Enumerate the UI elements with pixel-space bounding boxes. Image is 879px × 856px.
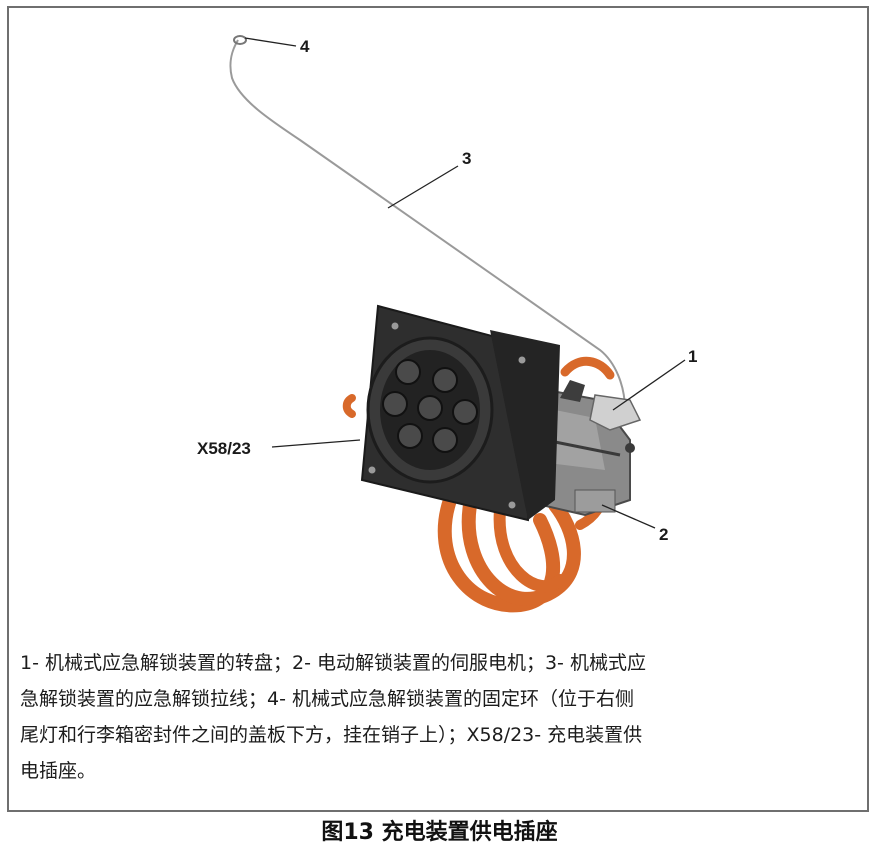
- charging-socket-diagram: 4 3 1 2 X58/23: [197, 35, 697, 613]
- leader-4: [244, 37, 297, 47]
- label-2: 2: [659, 525, 668, 544]
- figure-title: 图13 充电装置供电插座: [321, 820, 558, 845]
- release-wheel: [589, 394, 642, 453]
- figure-caption: 1- 机械式应急解锁装置的转盘；2- 电动解锁装置的伺服电机；3- 机械式应 急…: [20, 645, 865, 789]
- caption-line: 急解锁装置的应急解锁拉线；4- 机械式应急解锁装置的固定环（位于右侧: [20, 688, 634, 710]
- leader-3: [387, 165, 459, 209]
- leader-2: [601, 504, 656, 529]
- caption-line: 电插座。: [20, 760, 97, 782]
- caption-line: 尾灯和行李箱密封件之间的盖板下方，挂在销子上）；X58/23- 充电装置供: [20, 724, 643, 746]
- release-cable: [229, 35, 626, 411]
- label-4: 4: [300, 37, 310, 56]
- leader-x58: [271, 439, 361, 448]
- leader-1: [612, 359, 686, 411]
- label-3: 3: [462, 149, 471, 168]
- label-1: 1: [688, 347, 697, 366]
- leader-lines: [244, 37, 686, 529]
- caption-line: 1- 机械式应急解锁装置的转盘；2- 电动解锁装置的伺服电机；3- 机械式应: [20, 652, 646, 674]
- socket-pins: [382, 359, 478, 453]
- orange-cables: [342, 357, 615, 613]
- label-x58-23: X58/23: [197, 439, 251, 458]
